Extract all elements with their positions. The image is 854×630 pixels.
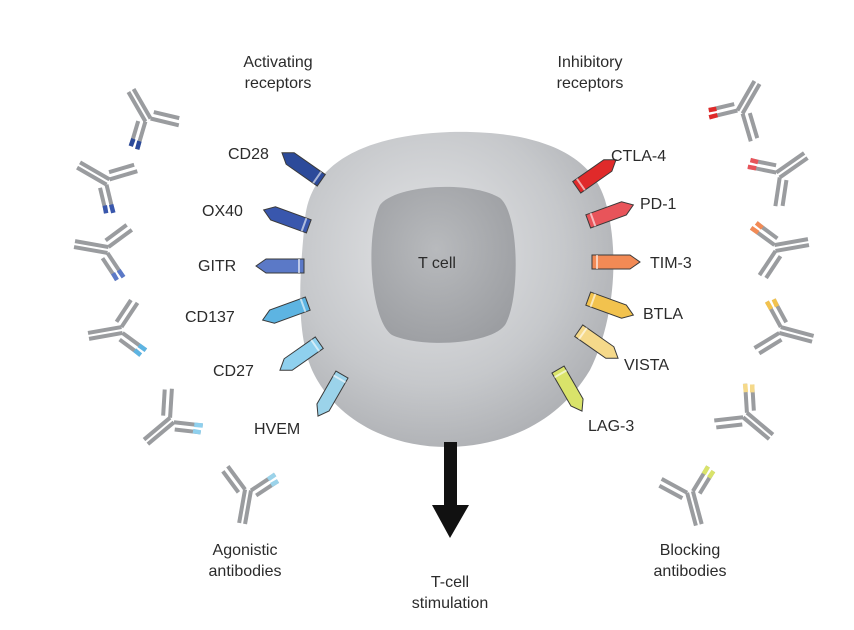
heading-line: antibodies	[653, 563, 727, 580]
heading-line: antibodies	[208, 563, 282, 580]
receptor-label-ox40: OX40	[202, 203, 243, 220]
receptor-ctla4	[572, 159, 617, 194]
t-cell-stimulation-label: T-cell stimulation	[390, 572, 510, 614]
receptor-label-ctla4: CTLA-4	[611, 148, 667, 165]
receptor-label-btla: BTLA	[643, 306, 684, 323]
heading-line: Blocking	[659, 542, 721, 559]
t-cell	[300, 131, 614, 448]
receptor-pd1	[585, 201, 635, 229]
antibody-anti-hvem	[221, 464, 280, 525]
receptor-cd137	[261, 296, 311, 324]
antibody-anti-cd137	[87, 298, 148, 357]
antibody-anti-pd1	[747, 151, 809, 207]
blocking-antibodies-heading: Blocking antibodies	[630, 540, 750, 582]
heading-line: Agonistic	[212, 542, 278, 559]
receptor-label-cd28: CD28	[228, 146, 269, 163]
receptor-tim3	[591, 254, 641, 270]
antibody-anti-vista	[714, 383, 775, 441]
antibody-anti-cd27	[142, 388, 203, 446]
nucleus	[371, 186, 516, 343]
antibody-anti-lag3	[658, 465, 716, 527]
agonistic-antibodies-heading: Agonistic antibodies	[185, 540, 305, 582]
antibody-anti-ctla4	[708, 80, 762, 142]
antibody-anti-gitr	[73, 223, 134, 282]
receptor-btla	[585, 291, 635, 319]
t-cell-label: T cell	[418, 255, 456, 272]
receptor-label-cd137: CD137	[185, 309, 235, 326]
activating-receptors-heading: Activating receptors	[218, 52, 338, 94]
receptor-cd28	[281, 152, 326, 187]
antibody-anti-cd28	[126, 88, 180, 150]
receptor-label-hvem: HVEM	[254, 421, 301, 438]
inhibitory-receptors-heading: Inhibitory receptors	[530, 52, 650, 94]
receptor-lag3	[551, 365, 584, 412]
heading-line: receptors	[556, 75, 624, 92]
receptor-cd27	[279, 336, 324, 371]
receptor-ox40	[262, 206, 312, 234]
receptor-label-pd1: PD-1	[640, 196, 677, 213]
receptor-gitr	[255, 258, 305, 274]
heading-line: receptors	[244, 75, 312, 92]
antibody-anti-ox40	[76, 160, 138, 214]
receptor-hvem	[316, 370, 349, 417]
receptor-vista	[574, 324, 619, 359]
heading-line: stimulation	[411, 595, 489, 612]
antibody-anti-btla	[753, 298, 815, 356]
receptor-label-lag3: LAG-3	[588, 418, 635, 435]
heading-line: Inhibitory	[557, 54, 623, 71]
stimulation-arrow	[432, 442, 469, 538]
heading-line: T-cell	[430, 574, 470, 591]
receptor-label-vista: VISTA	[624, 357, 670, 374]
receptor-label-cd27: CD27	[213, 363, 254, 380]
receptor-label-tim3: TIM-3	[650, 255, 692, 272]
antibody-anti-tim3	[749, 221, 810, 280]
receptor-label-gitr: GITR	[198, 258, 237, 275]
heading-line: Activating	[243, 54, 313, 71]
